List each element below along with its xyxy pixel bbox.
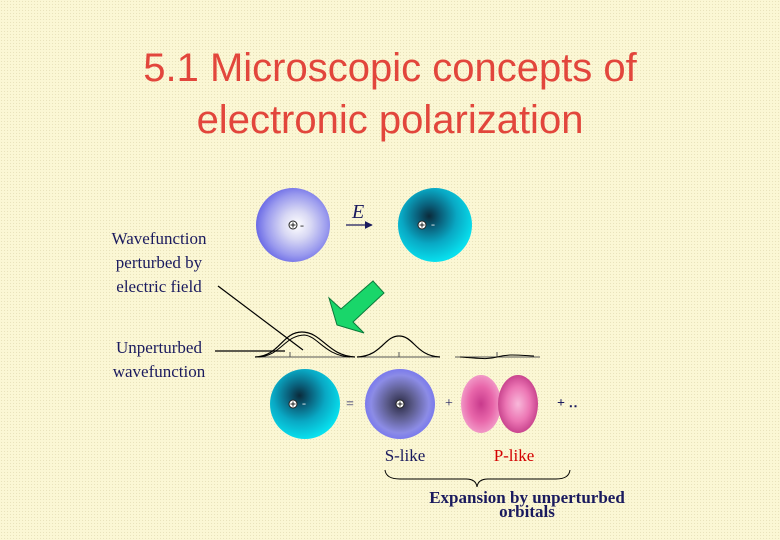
- equals-sign: =: [346, 397, 354, 412]
- perturbed-wavefunction-label: Wavefunction perturbed by electric field: [111, 229, 207, 296]
- title-line-2: electronic polarization: [196, 98, 584, 142]
- pointer-perturbed: [217, 285, 304, 351]
- slide-title: 5.1 Microscopic concepts of electronic p…: [0, 42, 780, 146]
- p-lobe-left: [461, 375, 501, 433]
- p-lobe-right: [498, 375, 538, 433]
- svg-text:-: -: [302, 396, 306, 410]
- plus-sign: +: [445, 396, 453, 411]
- plus-more-sign: + ‥: [557, 396, 578, 411]
- expansion-brace: [384, 469, 571, 488]
- polarized-orbital: [270, 369, 340, 439]
- wavefunction-curves: [254, 331, 540, 360]
- electron-sign: -: [431, 217, 435, 231]
- s-like-label: S-like: [385, 446, 426, 465]
- electron-sign: -: [300, 218, 304, 232]
- title-line-1: 5.1 Microscopic concepts of: [143, 46, 637, 90]
- field-label: E: [351, 201, 364, 223]
- polarized-orbital-top: [398, 188, 472, 262]
- green-arrow-icon: [328, 280, 385, 334]
- unperturbed-wavefunction-label: Unperturbed wavefunction: [112, 338, 206, 381]
- expansion-label-line-1: Expansion by unperturbed: [429, 488, 625, 507]
- p-like-label: P-like: [494, 446, 535, 465]
- expansion-label-line-2: orbitals: [499, 502, 555, 521]
